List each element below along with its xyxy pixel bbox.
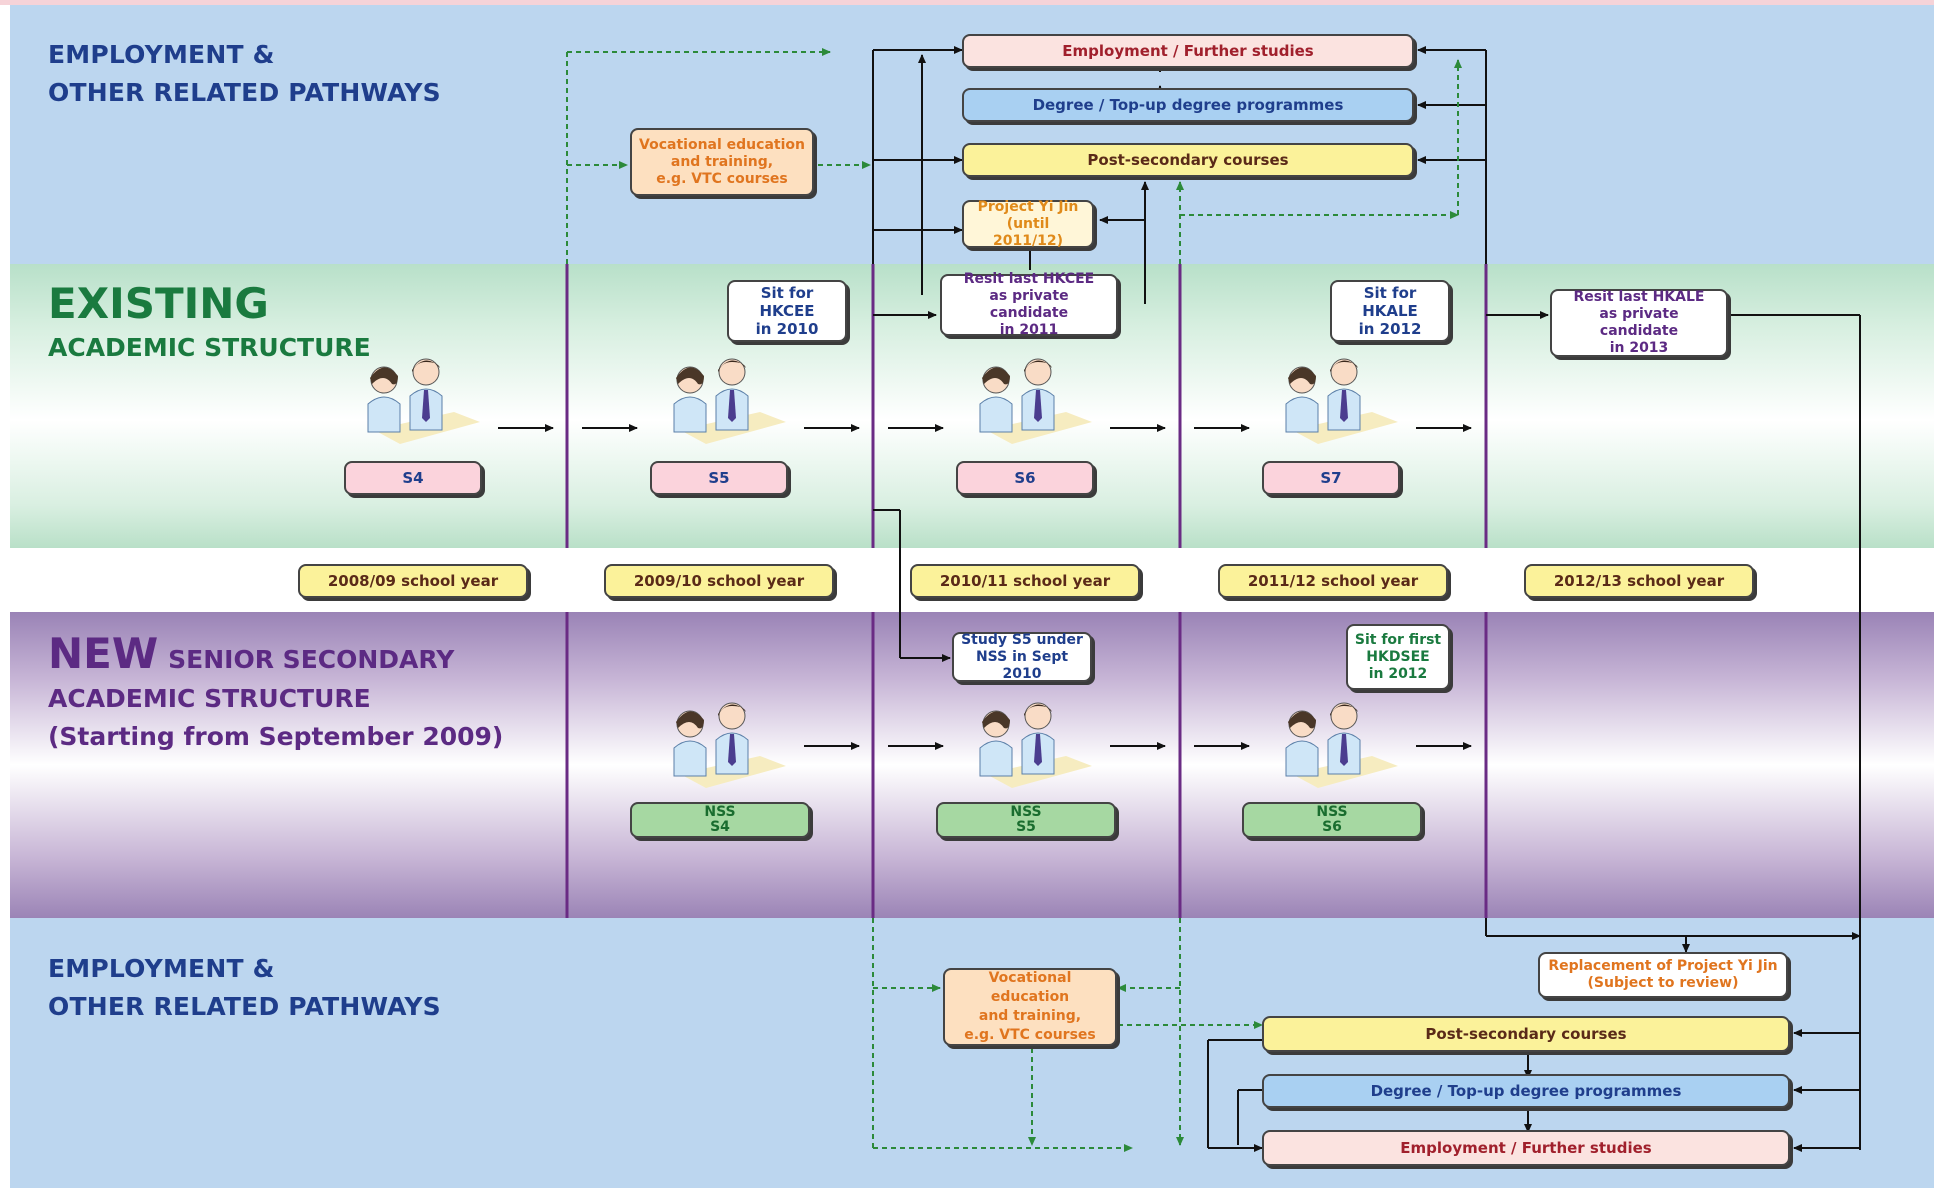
school-year-2009-10: 2009/10 school year	[604, 564, 834, 598]
new-title-row: NEW SENIOR SECONDARY	[48, 630, 454, 678]
bottom-pathways-line2: OTHER RELATED PATHWAYS	[48, 992, 441, 1021]
students-icon	[660, 694, 790, 794]
top-post-secondary-box: Post-secondary courses	[962, 143, 1414, 177]
top-employment-box: Employment / Further studies	[962, 34, 1414, 68]
students-icon	[966, 350, 1096, 450]
project-yi-jin-box: Project Yi Jin (until 2011/12)	[962, 199, 1094, 249]
students-icon-graphic	[1285, 358, 1398, 444]
stage-nss-s6: NSS S6	[1242, 802, 1422, 838]
year-dividers	[565, 264, 1488, 918]
bottom-pathways-line1: EMPLOYMENT &	[48, 954, 275, 983]
existing-title: EXISTING	[48, 279, 269, 328]
top-solid-connectors	[872, 46, 1861, 1152]
stage-s7: S7	[1262, 461, 1400, 495]
new-subtitle-line3: (Starting from September 2009)	[48, 722, 504, 751]
students-icon-graphic	[673, 702, 786, 788]
top-pathways-line2: OTHER RELATED PATHWAYS	[48, 78, 441, 107]
new-subtitle: ACADEMIC STRUCTURE (Starting from Septem…	[48, 680, 503, 756]
new-title-rest: SENIOR SECONDARY	[168, 645, 455, 674]
school-year-2012-13: 2012/13 school year	[1524, 564, 1754, 598]
stage-nss-s4: NSS S4	[630, 802, 810, 838]
bottom-degree-box: Degree / Top-up degree programmes	[1262, 1074, 1790, 1108]
students-icon	[1272, 694, 1402, 794]
bottom-pathways-label: EMPLOYMENT & OTHER RELATED PATHWAYS	[48, 950, 441, 1026]
students-icon-graphic	[979, 702, 1092, 788]
study-s5-note: Study S5 under NSS in Sept 2010	[952, 632, 1092, 682]
stage-nss-s5: NSS S5	[936, 802, 1116, 838]
new-title: NEW	[48, 629, 159, 678]
resit-hkale-note: Resit last HKALE as private candidate in…	[1550, 289, 1728, 357]
hkdsee-note: Sit for first HKDSEE in 2012	[1346, 624, 1450, 690]
dashed-connectors	[566, 48, 1462, 1152]
students-icon-graphic	[979, 358, 1092, 444]
students-icon-graphic	[367, 358, 480, 444]
students-icon	[1272, 350, 1402, 450]
school-year-2008-09: 2008/09 school year	[298, 564, 528, 598]
bottom-vocational-box: Vocational education and training, e.g. …	[943, 968, 1117, 1046]
students-icon-graphic	[1285, 702, 1398, 788]
bottom-post-secondary-box: Post-secondary courses	[1262, 1016, 1790, 1052]
school-year-2010-11: 2010/11 school year	[910, 564, 1140, 598]
students-icon	[354, 350, 484, 450]
top-vocational-box: Vocational education and training, e.g. …	[630, 128, 814, 196]
stage-s5: S5	[650, 461, 788, 495]
new-subtitle-line2: ACADEMIC STRUCTURE	[48, 684, 371, 713]
hkale-2012-note: Sit for HKALE in 2012	[1330, 280, 1450, 342]
top-edge-line	[0, 0, 1934, 5]
existing-subtitle: ACADEMIC STRUCTURE	[48, 333, 371, 362]
students-icon	[660, 350, 790, 450]
top-degree-box: Degree / Top-up degree programmes	[962, 88, 1414, 122]
top-pathways-line1: EMPLOYMENT &	[48, 40, 275, 69]
stage-s4: S4	[344, 461, 482, 495]
stage-s6: S6	[956, 461, 1094, 495]
school-year-2011-12: 2011/12 school year	[1218, 564, 1448, 598]
students-icon-graphic	[673, 358, 786, 444]
top-pathways-label: EMPLOYMENT & OTHER RELATED PATHWAYS	[48, 36, 441, 112]
bottom-employment-box: Employment / Further studies	[1262, 1130, 1790, 1166]
students-icon	[966, 694, 1096, 794]
hkcee-2010-note: Sit for HKCEE in 2010	[727, 280, 847, 342]
resit-hkcee-note: Resit last HKCEE as private candidate in…	[940, 271, 1118, 338]
replacement-yi-jin-box: Replacement of Project Yi Jin (Subject t…	[1538, 952, 1788, 998]
